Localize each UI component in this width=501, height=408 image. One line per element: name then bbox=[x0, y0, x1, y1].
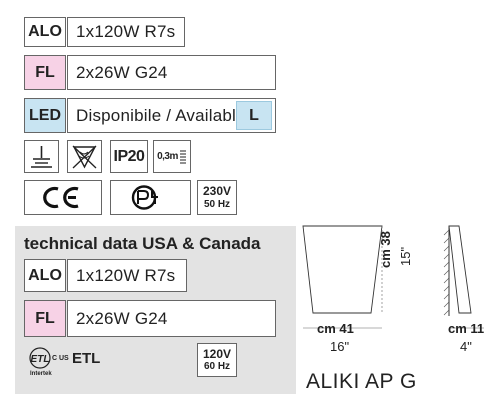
usa-canada-title: technical data USA & Canada bbox=[24, 234, 261, 253]
usa-alo-tag: ALO bbox=[24, 259, 66, 292]
height-in-label: 15" bbox=[398, 246, 413, 266]
no-cover-insulation-icon bbox=[67, 140, 102, 173]
ip-rating-icon: IP20 bbox=[110, 140, 148, 173]
led-tag: LED bbox=[24, 98, 66, 133]
etl-label: ETL bbox=[72, 350, 101, 367]
distance-label: 0,3m bbox=[157, 151, 178, 162]
depth-in-label: 4" bbox=[460, 339, 472, 354]
ip-rating-label: IP20 bbox=[113, 147, 145, 165]
etl-country-label: C US bbox=[52, 355, 69, 362]
voltage-eu-label: 230V bbox=[202, 184, 232, 198]
ground-icon bbox=[24, 140, 59, 173]
product-name: ALIKI AP G bbox=[306, 370, 417, 393]
svg-text:ETL: ETL bbox=[31, 354, 50, 365]
fl-value: 2x26W G24 bbox=[67, 55, 276, 90]
voltage-box-usa: 120V 60 Hz bbox=[197, 343, 237, 377]
usa-fl-tag: FL bbox=[24, 300, 66, 337]
usa-alo-value: 1x120W R7s bbox=[67, 259, 187, 292]
pct-mark-icon bbox=[110, 180, 191, 215]
frequency-eu-label: 50 Hz bbox=[203, 199, 231, 210]
height-cm-label: cm 38 bbox=[378, 231, 393, 268]
intertek-label: Intertek bbox=[30, 371, 52, 377]
voltage-usa-label: 120V bbox=[202, 347, 232, 361]
width-in-label: 16" bbox=[330, 339, 350, 354]
distance-icon: 0,3m bbox=[153, 140, 191, 173]
depth-cm-label: cm 11 bbox=[448, 321, 485, 336]
width-cm-label: cm 41 bbox=[317, 321, 354, 336]
alo-value: 1x120W R7s bbox=[67, 17, 185, 47]
frequency-usa-label: 60 Hz bbox=[203, 361, 231, 372]
fl-tag: FL bbox=[24, 55, 66, 90]
usa-fl-value: 2x26W G24 bbox=[67, 300, 276, 337]
lamp-front-drawing bbox=[302, 225, 484, 329]
alo-tag: ALO bbox=[24, 17, 66, 47]
voltage-box-eu: 230V 50 Hz bbox=[197, 180, 237, 215]
etl-mark-icon: ETL C US ETL Intertek bbox=[26, 346, 116, 380]
led-badge: L bbox=[236, 101, 272, 130]
ce-mark-icon bbox=[24, 180, 102, 215]
